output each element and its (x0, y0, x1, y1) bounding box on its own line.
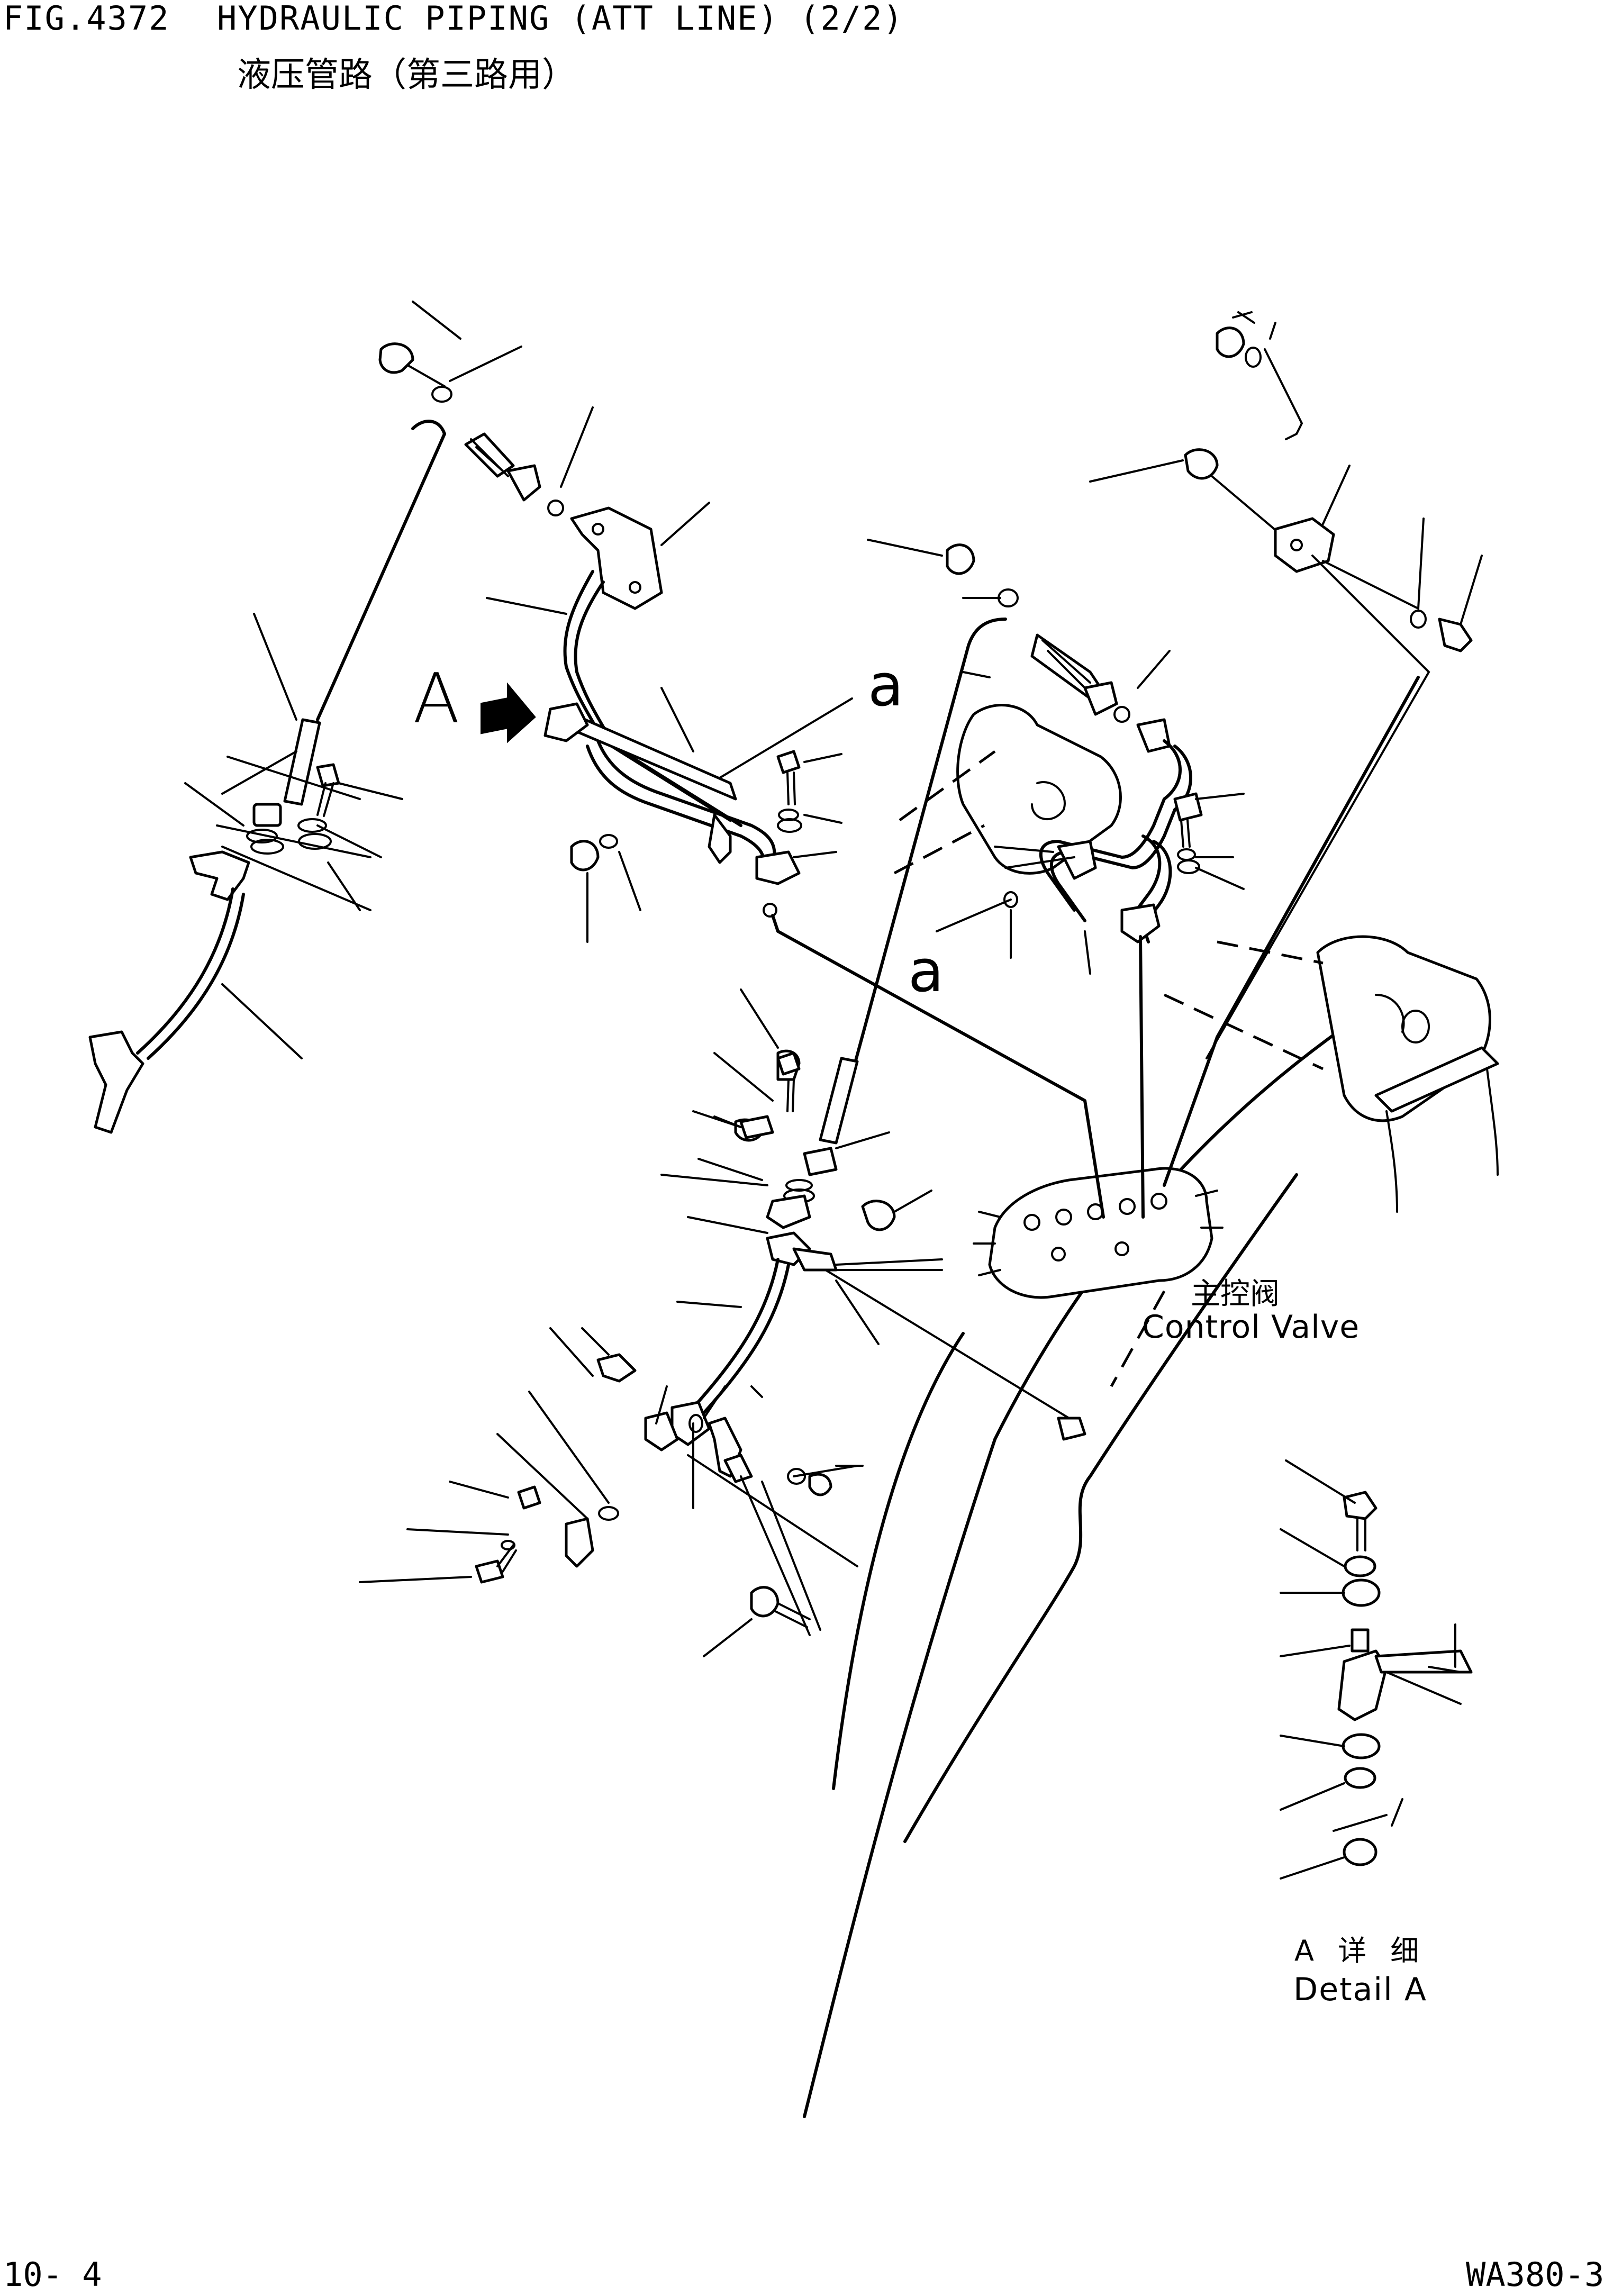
joint-a-upper-label: a (868, 651, 904, 719)
control-valve-label: Control Valve (1142, 1309, 1360, 1346)
upper-right-bracket (1089, 311, 1483, 1059)
figure-title-chinese: 液压管路（第三路用） (237, 56, 576, 95)
view-a-label: A (413, 658, 460, 739)
middle-right-tube (867, 539, 1245, 975)
lower-hose-assembly (359, 988, 1086, 1657)
upper-middle-fasteners (570, 750, 842, 943)
upper-left-clamp (378, 301, 594, 516)
joint-a-lower-label: a (908, 937, 944, 1005)
detail-a-label-chinese: A 详 细 (1294, 1934, 1427, 1967)
page-number: 10- 4 (3, 2255, 102, 2294)
machine-model: WA380-3 (1466, 2255, 1604, 2294)
pilot-lines (771, 618, 1420, 1219)
control-valve-body (973, 1167, 1224, 1387)
upper-middle-tube (481, 502, 853, 918)
figure-title: HYDRAULIC PIPING (ATT LINE) (2/2) (217, 0, 904, 38)
figure-number: FIG.4372 (3, 0, 170, 38)
valve-side-fasteners (697, 1051, 801, 1181)
detail-a-label: Detail A (1293, 1971, 1427, 2008)
left-hose-assembly (88, 420, 446, 1134)
detail-a-drawing (1280, 1459, 1473, 1880)
boom-frame (803, 935, 1499, 2118)
